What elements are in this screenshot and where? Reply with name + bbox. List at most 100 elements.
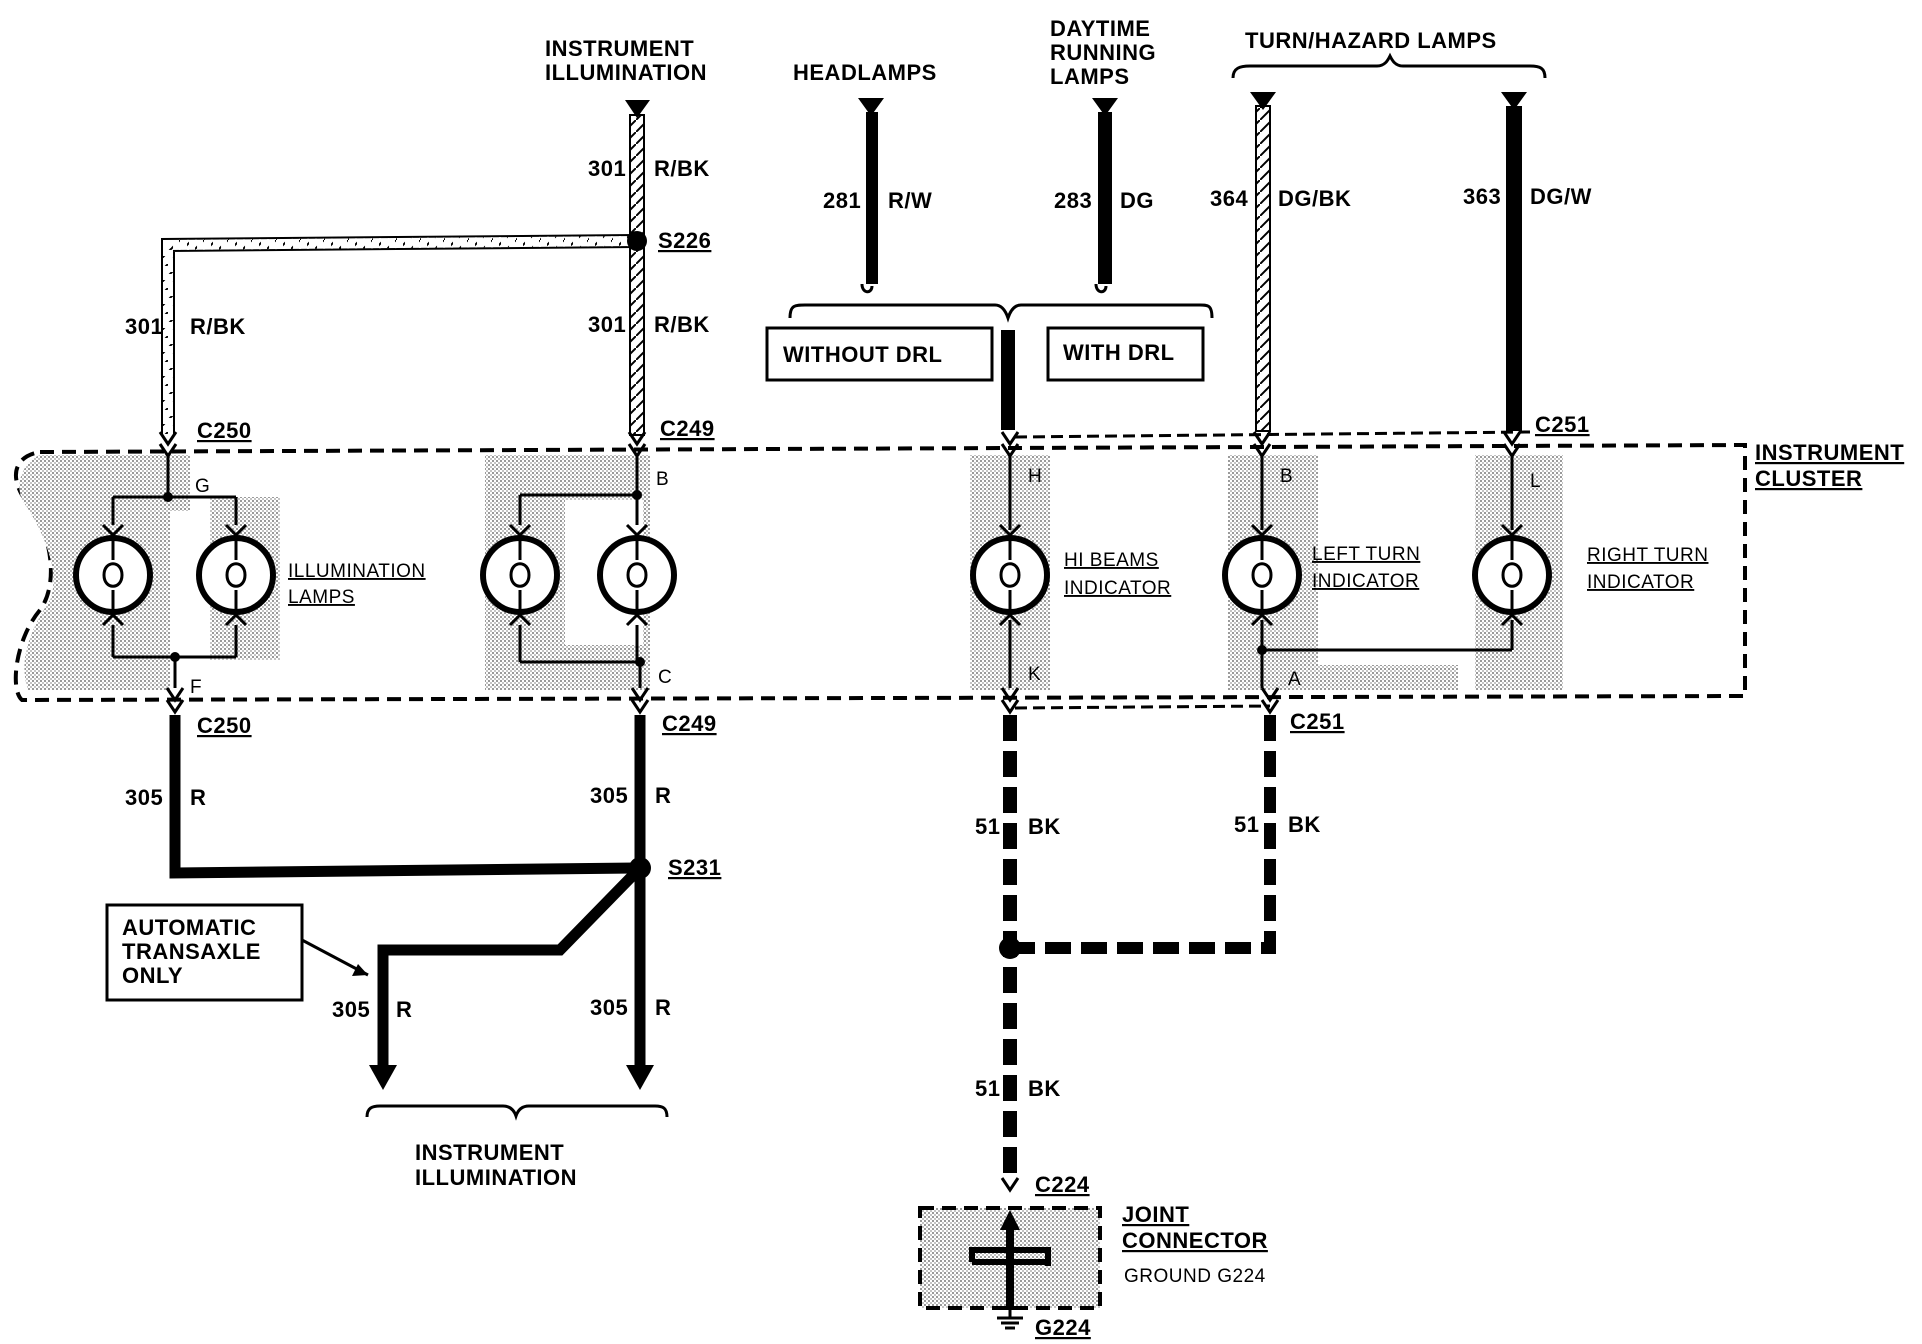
wire-305-color-a: R bbox=[190, 785, 206, 810]
wire-363-color: DG/W bbox=[1530, 184, 1592, 209]
wire-281 bbox=[866, 112, 878, 284]
wire-363-num: 363 bbox=[1463, 184, 1501, 209]
illumination-lamp-2 bbox=[196, 523, 276, 627]
illumination-lamps-label-2: LAMPS bbox=[288, 587, 355, 608]
illumination-lamps-label-1: ILLUMINATION bbox=[288, 561, 426, 582]
lamp-labels: ILLUMINATION LAMPS HI BEAMS INDICATOR LE… bbox=[288, 544, 1708, 608]
splice-s231-label: S231 bbox=[668, 855, 721, 880]
wire-364-num: 364 bbox=[1210, 186, 1248, 211]
connector-symbols bbox=[158, 431, 1522, 1193]
with-drl-box bbox=[1046, 326, 1205, 382]
pin-c: C bbox=[658, 667, 672, 688]
transaxle-note-1: AUTOMATIC bbox=[122, 915, 256, 940]
wire-301-num-c: 301 bbox=[588, 312, 626, 337]
instrument-illumination-label-1: INSTRUMENT bbox=[545, 36, 694, 61]
wire-305-color-d: R bbox=[655, 995, 671, 1020]
connector-c250-bottom: C250 bbox=[197, 713, 252, 738]
wire-363 bbox=[1506, 106, 1522, 431]
hi-beams-label-2: INDICATOR bbox=[1064, 578, 1171, 599]
connector-c224: C224 bbox=[1035, 1172, 1090, 1197]
wire-51-num-c: 51 bbox=[975, 1076, 1000, 1101]
arrow-363 bbox=[1501, 92, 1527, 110]
illumination-lamp-1 bbox=[73, 523, 153, 627]
hi-beams-label-1: HI BEAMS bbox=[1064, 550, 1159, 571]
splices: S226 S231 bbox=[627, 228, 1021, 959]
joint-connector-label-1: JOINT bbox=[1122, 1202, 1189, 1227]
splice-s231 bbox=[629, 857, 651, 879]
illumination-lamp-4 bbox=[597, 523, 677, 627]
wire-51-color-b: BK bbox=[1288, 812, 1321, 837]
wire-281-num: 281 bbox=[823, 188, 861, 213]
wire-305-num-b: 305 bbox=[590, 783, 628, 808]
cluster-label-1: INSTRUMENT bbox=[1755, 440, 1904, 465]
wire-281-color: R/W bbox=[888, 188, 932, 213]
pin-h: H bbox=[1028, 466, 1042, 487]
right-turn-label-2: INDICATOR bbox=[1587, 572, 1694, 593]
wire-305-color-b: R bbox=[655, 783, 671, 808]
connector-labels: C250 C249 C251 C250 C249 C251 C224 G224 bbox=[197, 412, 1589, 1340]
ground-g224-label: GROUND G224 bbox=[1124, 1266, 1266, 1287]
hi-beams-indicator-lamp bbox=[970, 523, 1050, 627]
wire-283-color: DG bbox=[1120, 188, 1154, 213]
connector-g224: G224 bbox=[1035, 1315, 1091, 1340]
wire-301-color-a: R/BK bbox=[654, 156, 710, 181]
feed-labels: INSTRUMENT ILLUMINATION HEADLAMPS DAYTIM… bbox=[545, 16, 1547, 89]
splice-s226 bbox=[627, 231, 647, 251]
left-turn-label-2: INDICATOR bbox=[1312, 571, 1419, 592]
pin-b-c249: B bbox=[656, 469, 669, 490]
wire-305-color-c: R bbox=[396, 997, 412, 1022]
wire-301-c249 bbox=[629, 114, 645, 436]
arrow-305-left bbox=[369, 1065, 397, 1090]
pin-l: L bbox=[1530, 471, 1541, 492]
wire-51-num-b: 51 bbox=[1234, 812, 1259, 837]
arrow-364 bbox=[1250, 92, 1276, 110]
turn-hazard-label: TURN/HAZARD LAMPS bbox=[1245, 28, 1497, 53]
wire-364 bbox=[1255, 105, 1271, 432]
bottom-illumination-bracket bbox=[365, 1104, 669, 1121]
wire-51-color-c: BK bbox=[1028, 1076, 1061, 1101]
wire-51-color-a: BK bbox=[1028, 814, 1061, 839]
wire-305-num-d: 305 bbox=[590, 995, 628, 1020]
connector-c251-bottom: C251 bbox=[1290, 709, 1345, 734]
arrows bbox=[369, 92, 1527, 1090]
wire-301-num-a: 301 bbox=[588, 156, 626, 181]
splice-s226-label: S226 bbox=[658, 228, 711, 253]
arrow-drl bbox=[1092, 98, 1118, 116]
wire-301-color-b: R/BK bbox=[190, 314, 246, 339]
joint-connector: JOINT CONNECTOR GROUND G224 bbox=[918, 1202, 1268, 1330]
wire-364-color: DG/BK bbox=[1278, 186, 1351, 211]
pin-b-c251: B bbox=[1280, 466, 1293, 487]
headlamps-label: HEADLAMPS bbox=[793, 60, 937, 85]
lamps bbox=[73, 523, 1552, 627]
drl-label-2: RUNNING bbox=[1050, 40, 1156, 65]
drl-brace bbox=[788, 303, 1214, 323]
cluster-label-2: CLUSTER bbox=[1755, 466, 1862, 491]
wire-283-num: 283 bbox=[1054, 188, 1092, 213]
wire-hi-beam-feed bbox=[1001, 330, 1015, 430]
ground-icon bbox=[997, 1308, 1023, 1330]
wire-305-num-a: 305 bbox=[125, 785, 163, 810]
wire-51-branch bbox=[1010, 715, 1276, 954]
pin-a: A bbox=[1288, 669, 1301, 690]
pin-f: F bbox=[190, 677, 202, 698]
pin-g: G bbox=[195, 476, 210, 497]
right-turn-indicator-lamp bbox=[1472, 523, 1552, 627]
wire-283 bbox=[1098, 112, 1112, 284]
instrument-illumination-label-2: ILLUMINATION bbox=[545, 60, 707, 85]
transaxle-note: AUTOMATIC TRANSAXLE ONLY bbox=[105, 903, 369, 1002]
bottom-illumination-label-1: INSTRUMENT bbox=[415, 1140, 564, 1165]
arrow-instrument-illumination bbox=[625, 100, 650, 118]
drl-label-3: LAMPS bbox=[1050, 64, 1130, 89]
drl-option-boxes: WITHOUT DRL WITH DRL bbox=[765, 326, 1205, 382]
transaxle-note-2: TRANSAXLE bbox=[122, 939, 261, 964]
drl-label-1: DAYTIME bbox=[1050, 16, 1150, 41]
right-turn-label-1: RIGHT TURN bbox=[1587, 545, 1708, 566]
wire-301-color-c: R/BK bbox=[654, 312, 710, 337]
pin-labels: G F B C H K B A L bbox=[190, 466, 1541, 698]
without-drl-box bbox=[765, 326, 994, 382]
arrow-headlamps bbox=[858, 98, 884, 116]
splice-ground bbox=[999, 937, 1021, 959]
joint-connector-label-2: CONNECTOR bbox=[1122, 1228, 1268, 1253]
connector-c249-bottom: C249 bbox=[662, 711, 717, 736]
wire-301-num-b: 301 bbox=[125, 314, 163, 339]
